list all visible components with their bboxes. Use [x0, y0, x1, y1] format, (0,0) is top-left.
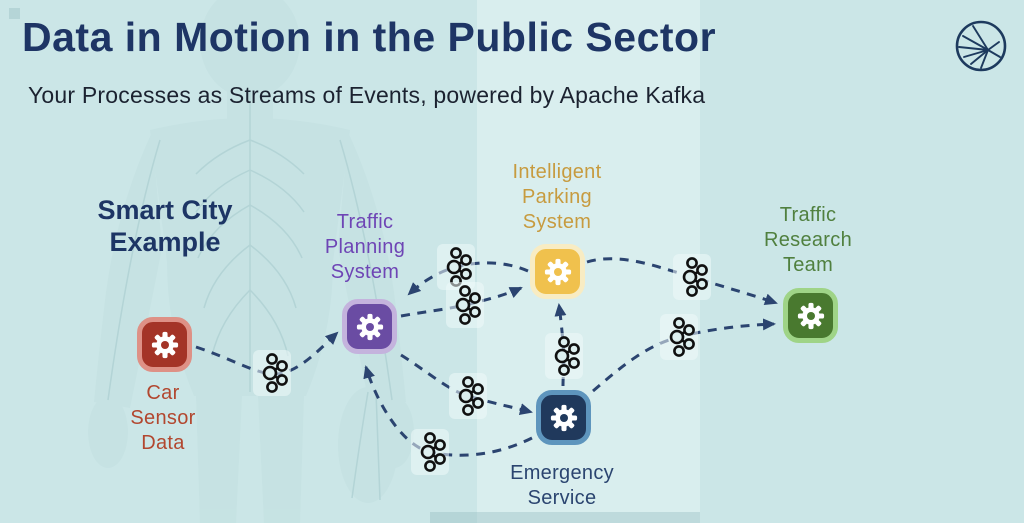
kafka-event-stream-icon	[437, 244, 475, 290]
label-line: Traffic	[336, 211, 394, 233]
label-line: Team	[782, 254, 834, 276]
kafka-event-stream-icon	[446, 282, 484, 328]
node-label-car-sensor-data: Car Sensor Data	[93, 381, 233, 456]
kafka-event-stream-icon	[411, 429, 449, 475]
node-label-traffic-planning-system: Traffic Planning System	[285, 210, 445, 285]
node-car-sensor-data	[137, 317, 192, 372]
kafka-event-stream-icon	[673, 254, 711, 300]
kafka-event-stream-icon	[545, 333, 583, 379]
page-title: Data in Motion in the Public Sector	[22, 14, 717, 60]
node-intelligent-parking-system	[530, 244, 585, 299]
node-label-traffic-research-team: Traffic Research Team	[728, 203, 888, 278]
connection-car-to-planning	[195, 331, 339, 376]
gear-icon	[544, 258, 571, 285]
gear-icon	[797, 302, 824, 329]
label-line: Traffic	[779, 204, 837, 226]
gear-icon	[550, 404, 577, 431]
node-label-emergency-service: Emergency Service	[472, 461, 652, 511]
label-line: Emergency	[510, 462, 614, 484]
label-line: Service	[527, 487, 597, 509]
section-label-line: Smart City	[97, 195, 233, 225]
label-line: Car	[146, 382, 180, 404]
gear-icon	[151, 331, 178, 358]
label-line: Sensor	[130, 407, 196, 429]
label-line: System	[522, 211, 592, 233]
node-label-intelligent-parking-system: Intelligent Parking System	[477, 160, 637, 235]
node-emergency-service	[536, 390, 591, 445]
label-line: Intelligent	[512, 161, 602, 183]
kafka-event-icons	[253, 244, 711, 475]
label-line: Parking	[522, 186, 592, 208]
label-line: Research	[764, 229, 852, 251]
confluent-logo-icon	[955, 20, 1007, 72]
label-line: Data	[141, 432, 185, 454]
gear-icon	[356, 313, 383, 340]
label-line: System	[330, 261, 400, 283]
kafka-event-stream-icon	[449, 373, 487, 419]
connection-planning-to-parking	[400, 286, 523, 318]
node-traffic-research-team	[783, 288, 838, 343]
label-line: Planning	[324, 236, 406, 258]
node-traffic-planning-system	[342, 299, 397, 354]
section-label: Smart City Example	[45, 194, 285, 258]
kafka-event-stream-icon	[660, 314, 698, 360]
section-label-line: Example	[109, 227, 221, 257]
page-subtitle: Your Processes as Streams of Events, pow…	[28, 82, 706, 108]
kafka-event-stream-icon	[253, 350, 291, 396]
